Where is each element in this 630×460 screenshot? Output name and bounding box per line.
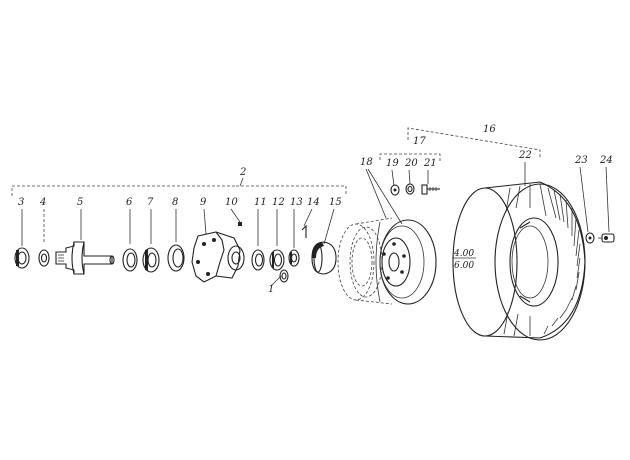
callout-8: 8 xyxy=(172,197,178,208)
callout-7: 7 xyxy=(147,197,154,208)
part-9-hub xyxy=(191,231,245,283)
bracket-group-1 xyxy=(11,185,347,196)
part-24-valve-stem xyxy=(598,233,615,243)
callout-12: 12 xyxy=(272,197,285,208)
callout-22: 22 xyxy=(518,150,532,161)
callout-3: 3 xyxy=(18,197,24,208)
callout-24: 24 xyxy=(599,155,613,166)
callout-20: 20 xyxy=(404,158,418,169)
bracket-group-17 xyxy=(379,153,441,162)
callout-9: 9 xyxy=(200,197,207,208)
part-7-bearing-cone xyxy=(142,247,160,273)
callout-11: 11 xyxy=(254,197,267,208)
part-23-valve-nut xyxy=(585,232,595,244)
part-20-lock-washer xyxy=(405,183,415,195)
callout-21: 21 xyxy=(423,158,437,169)
part-11-bearing-cup xyxy=(251,249,265,271)
part-13-nut xyxy=(288,249,300,267)
part-5-spindle xyxy=(55,241,115,275)
callout-18: 18 xyxy=(360,157,373,168)
callout-4: 4 xyxy=(39,197,46,208)
callout-19: 19 xyxy=(386,158,399,169)
tire-size-line-2: 6.00 xyxy=(454,261,474,271)
callout-16: 16 xyxy=(483,124,496,135)
part-4-washer xyxy=(38,249,50,267)
leader-lines xyxy=(21,162,610,286)
callout-2: 2 xyxy=(239,167,246,178)
part-1-washer xyxy=(279,269,289,283)
tire-size-line-1: 4.00 xyxy=(453,249,474,259)
part-22-tire: 4.00 6.00 xyxy=(452,181,586,341)
part-10-stud xyxy=(238,222,242,226)
bracket-group-16 xyxy=(407,127,541,158)
callout-6: 6 xyxy=(126,197,133,208)
part-3-castle-nut xyxy=(14,247,30,269)
callout-13: 13 xyxy=(290,197,303,208)
part-6-seal xyxy=(122,248,138,272)
callout-5: 5 xyxy=(77,197,83,208)
callout-10: 10 xyxy=(225,197,238,208)
callout-1: 1 xyxy=(268,284,274,295)
tire-tread-hatching xyxy=(503,183,581,337)
part-12-bearing-cone xyxy=(269,249,285,271)
part-18-wheel-rim xyxy=(337,217,437,305)
part-8-bearing-cup xyxy=(167,244,185,272)
part-19-nut xyxy=(390,184,400,196)
leader-2 xyxy=(239,177,244,187)
part-15-dust-cap xyxy=(311,241,337,275)
part-21-bolt xyxy=(421,184,440,195)
callout-15: 15 xyxy=(329,197,342,208)
part-14-cotter-pin xyxy=(301,224,307,238)
callout-17: 17 xyxy=(413,136,426,147)
callout-23: 23 xyxy=(574,155,588,166)
callout-14: 14 xyxy=(307,197,320,208)
